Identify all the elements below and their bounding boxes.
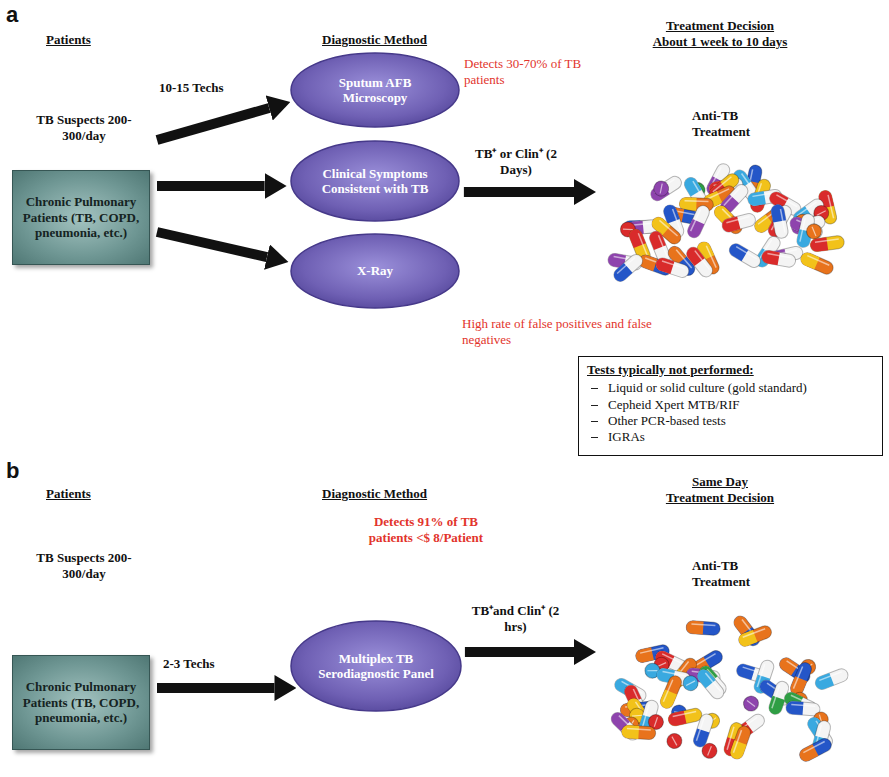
node-text: X-Ray: [310, 263, 439, 278]
node-text: Clinical Symptoms Consistent with TB: [310, 166, 439, 197]
method-ellipse: Clinical Symptoms Consistent with TB: [290, 140, 460, 222]
tablet: [652, 180, 670, 198]
list-item: Cepheid Xpert MTB/RIF: [608, 397, 739, 413]
column-heading: Patients: [46, 32, 91, 48]
capsule: [611, 252, 645, 284]
block-arrow: [465, 647, 574, 657]
note-heading-row: Tests typically not performed:: [587, 362, 874, 378]
text-block: Clinical Symptoms Consistent with TB: [310, 166, 439, 197]
method-ellipse: Sputum AFB Microscopy: [290, 52, 460, 128]
column-heading: Treatment Decision: [630, 18, 810, 34]
node-text: Chronic Pulmonary Patients (TB, COPD, pn…: [21, 679, 141, 726]
block-arrow: [157, 232, 267, 257]
annotation: High rate of false positives and false n…: [462, 316, 652, 347]
block-arrow: [157, 181, 265, 191]
capsule: [761, 249, 797, 268]
list-row: Other PCR-based tests: [587, 413, 874, 429]
bullet-dash: [591, 421, 598, 422]
capsule: [813, 667, 849, 691]
list-item: Other PCR-based tests: [608, 413, 726, 429]
list-item: IGRAs: [608, 429, 645, 445]
text-block: Anti-TB Treatment: [692, 108, 787, 139]
capsule: [797, 736, 833, 763]
capsule: [695, 667, 727, 702]
capsule: [621, 725, 656, 740]
text-block: X-Ray: [310, 263, 439, 278]
patient-count: TB Suspects 200-300/day: [28, 112, 140, 143]
text-block: Tests typically not performed: Liquid or …: [587, 362, 874, 445]
text-block: Sputum AFB Microscopy: [310, 75, 439, 106]
node-text: Multiplex TB Serodiagnostic Panel: [311, 651, 442, 682]
column-heading: Diagnostic Method: [322, 486, 427, 502]
treatment-group: Anti-TB Treatment: [600, 108, 855, 288]
list-row: Cepheid Xpert MTB/RIF: [587, 397, 874, 413]
node-text: Anti-TB Treatment: [692, 108, 787, 139]
text-block: Chronic Pulmonary Patients (TB, COPD, pn…: [21, 679, 141, 726]
panel-letter: b: [6, 458, 19, 484]
capsule: [685, 203, 711, 239]
capsule: [654, 256, 690, 279]
node-text: Sputum AFB Microscopy: [310, 75, 439, 106]
capsule: [648, 174, 684, 203]
capsule: [721, 212, 757, 233]
text-block: Anti-TB Treatment: [692, 558, 787, 589]
list-row: Liquid or solid culture (gold standard): [587, 380, 874, 396]
bullet-dash: [591, 388, 598, 389]
capsule: [810, 235, 845, 252]
edge-label: TB⁺and Clin⁺ (2 hrs): [462, 603, 569, 634]
node-text: Anti-TB Treatment: [692, 558, 787, 589]
column-heading: About 1 week to 10 days: [630, 34, 810, 50]
patient-box: Chronic Pulmonary Patients (TB, COPD, pn…: [12, 170, 150, 265]
text-block: Multiplex TB Serodiagnostic Panel: [311, 651, 442, 682]
list-item: Liquid or solid culture (gold standard): [608, 380, 807, 396]
method-ellipse: Multiplex TB Serodiagnostic Panel: [290, 620, 462, 712]
patient-count: TB Suspects 200-300/day: [28, 550, 140, 581]
capsule: [788, 661, 813, 697]
capsule: [766, 203, 794, 239]
bullet-dash: [591, 437, 598, 438]
pills-illustration: [600, 146, 855, 288]
capsule: [799, 251, 835, 277]
block-arrow: [464, 187, 574, 197]
capsule: [686, 620, 721, 635]
text-block: Chronic Pulmonary Patients (TB, COPD, pn…: [21, 194, 141, 241]
column-heading: Diagnostic Method: [322, 32, 427, 48]
tablet: [740, 693, 761, 714]
pills-illustration: [600, 596, 855, 763]
edge-label: 10-15 Techs: [158, 80, 260, 96]
column-heading: Same Day: [630, 474, 810, 490]
capsule: [684, 245, 715, 280]
edge-label: 2-3 Techs: [162, 656, 264, 672]
column-heading: Treatment Decision: [630, 490, 810, 506]
bullet-dash: [591, 405, 598, 406]
block-arrow: [157, 108, 269, 140]
node-text: Chronic Pulmonary Patients (TB, COPD, pn…: [21, 194, 141, 241]
capsule: [729, 724, 753, 760]
capsule: [727, 241, 763, 270]
panel-letter: a: [6, 2, 18, 28]
annotation: Detects 91% of TB patients <$ 8/Patient: [366, 514, 486, 545]
method-ellipse: X-Ray: [290, 233, 460, 309]
treatment-group: Anti-TB Treatment: [600, 558, 855, 763]
capsule: [667, 707, 703, 727]
block-arrow: [157, 683, 274, 693]
capsule: [737, 624, 773, 648]
edge-label: TB⁺ or Clin⁺ (2 Days): [465, 146, 567, 177]
annotation: Detects 30-70% of TB patients: [464, 56, 584, 87]
column-heading: Patients: [46, 486, 91, 502]
note-box: Tests typically not performed: Liquid or …: [578, 356, 883, 456]
tablet: [664, 731, 684, 751]
list-row: IGRAs: [587, 429, 874, 445]
patient-box: Chronic Pulmonary Patients (TB, COPD, pn…: [12, 655, 150, 750]
capsule: [770, 203, 789, 239]
note-heading: Tests typically not performed:: [587, 362, 754, 377]
tablet: [700, 741, 720, 761]
